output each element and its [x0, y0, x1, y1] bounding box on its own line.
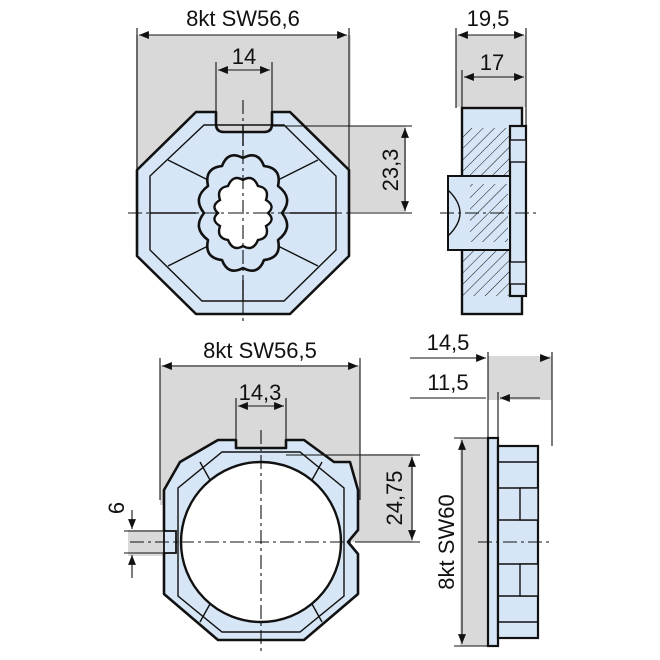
spoke	[167, 159, 209, 181]
top-side-view: 19,5 17	[440, 6, 540, 316]
segment-divider	[311, 603, 323, 623]
segment-divider	[199, 461, 211, 481]
spoke	[277, 159, 319, 181]
bottom-side-band	[488, 356, 552, 400]
dim-bottom-height: 24,75	[382, 470, 407, 525]
top-front-view: 8kt SW56,6 14 23,3	[128, 6, 412, 325]
top-side-flange-notch	[509, 261, 527, 285]
dim-bottom-side-width: 14,5	[427, 330, 470, 355]
segment-divider	[199, 603, 211, 623]
top-side-flange-notch	[509, 139, 527, 163]
bottom-ring-inner	[177, 451, 345, 633]
top-side-band	[456, 35, 526, 107]
dim-top-side-width: 19,5	[467, 6, 510, 31]
dim-top-groove: 14	[232, 44, 256, 69]
bottom-side-step	[519, 487, 539, 521]
bottom-side-view: 14,5 11,5 8kt SW60	[410, 330, 553, 648]
bottom-side-step	[519, 563, 539, 597]
top-side-bore-hatch	[470, 184, 508, 242]
spoke	[167, 245, 209, 267]
segment-divider	[311, 461, 323, 481]
top-groove-band	[216, 68, 273, 128]
dim-bottom-groove: 14,3	[239, 380, 282, 405]
dim-bottom-side-height: 8kt SW60	[434, 494, 459, 589]
top-octagon-inner	[149, 124, 337, 302]
bottom-front-view: 8kt SW56,5 14,3 24,75 6	[104, 338, 420, 652]
dim-bottom-notch: 6	[104, 502, 129, 514]
dim-bottom-side-inner: 11,5	[427, 370, 468, 395]
spoke	[277, 245, 319, 267]
dim-top-width: 8kt SW56,6	[186, 6, 300, 31]
dim-bottom-width: 8kt SW56,5	[203, 338, 317, 363]
dim-top-side-inner: 17	[480, 50, 504, 75]
dim-top-height: 23,3	[378, 149, 403, 192]
